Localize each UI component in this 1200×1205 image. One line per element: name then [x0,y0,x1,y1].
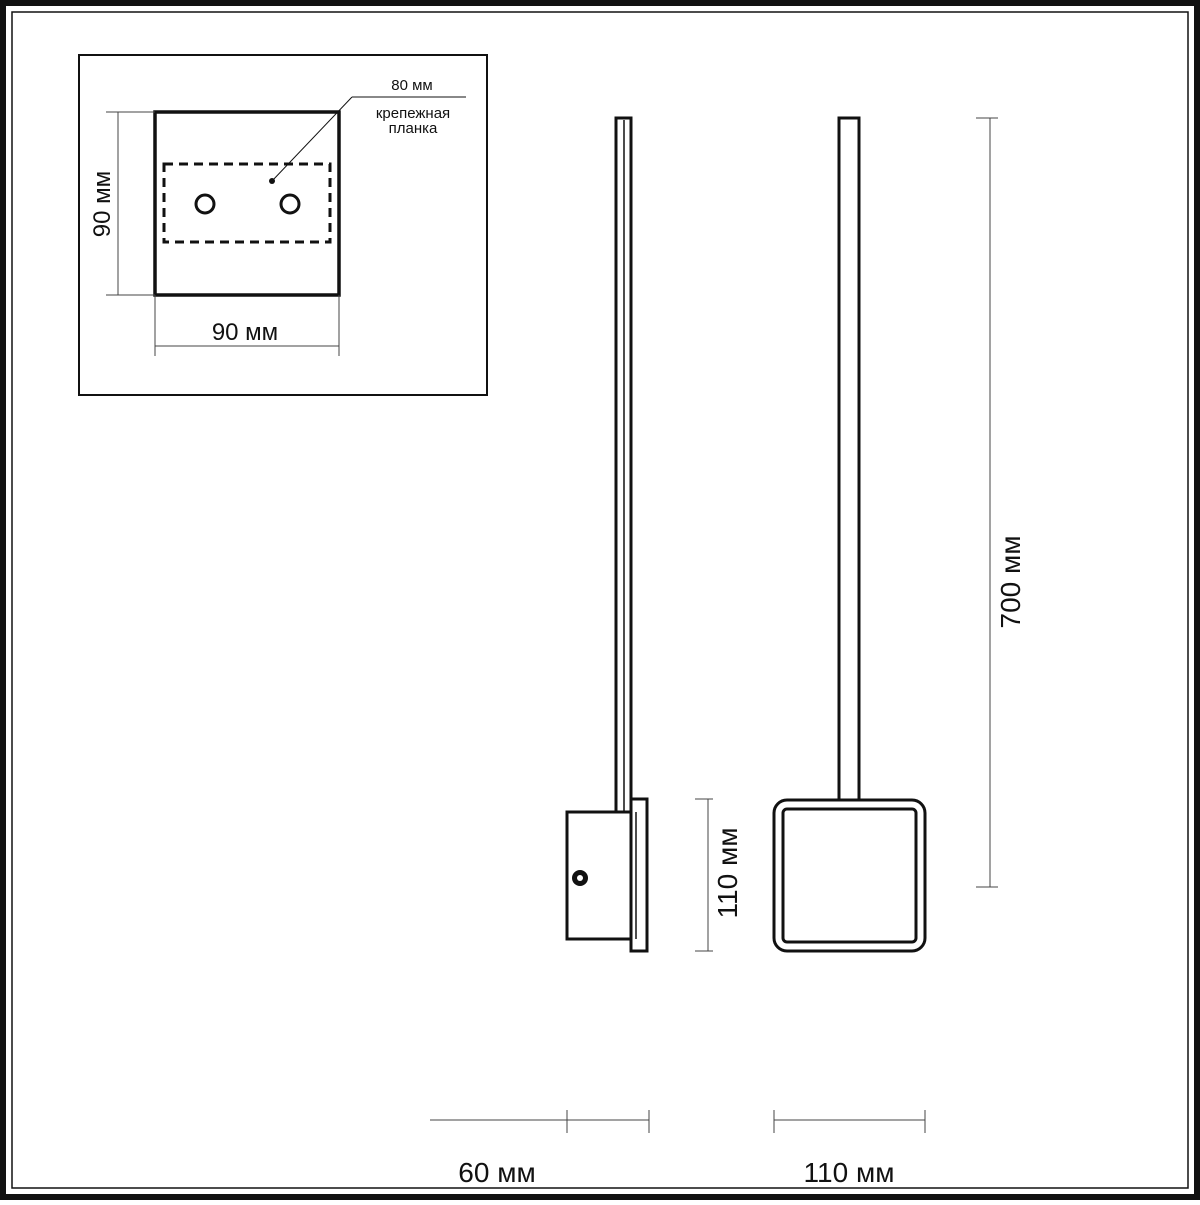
front-width-label: 110 мм [804,1157,895,1188]
side-view: 60 мм 110 мм [430,116,743,1188]
bracket-label-line2: планка [389,120,438,137]
inset-height-label: 90 мм [89,171,116,237]
inset-border [78,54,488,396]
base-height-label: 110 мм [712,828,743,919]
screw-hole-right [279,193,301,215]
bracket-label-line1: крепежная [376,105,450,122]
screw-hole-left [194,193,216,215]
side-depth-label: 60 мм [458,1157,535,1188]
mounting-plate-inset: 80 мм крепежная планка 90 мм 90 мм [78,54,488,396]
mounting-plate [153,110,341,297]
front-rod [837,116,861,889]
side-flange [629,797,649,953]
bracket-leader [271,96,353,182]
inset-width-label: 90 мм [212,319,278,346]
front-height-label: 700 мм [995,536,1026,629]
front-square-inner [781,807,918,944]
bracket-width-label: 80 мм [391,77,432,94]
mounting-strip [162,162,332,244]
front-view: 110 мм 700 мм [772,116,1026,1188]
bracket-leader-dot [269,178,275,184]
set-screw-slot [577,875,583,881]
